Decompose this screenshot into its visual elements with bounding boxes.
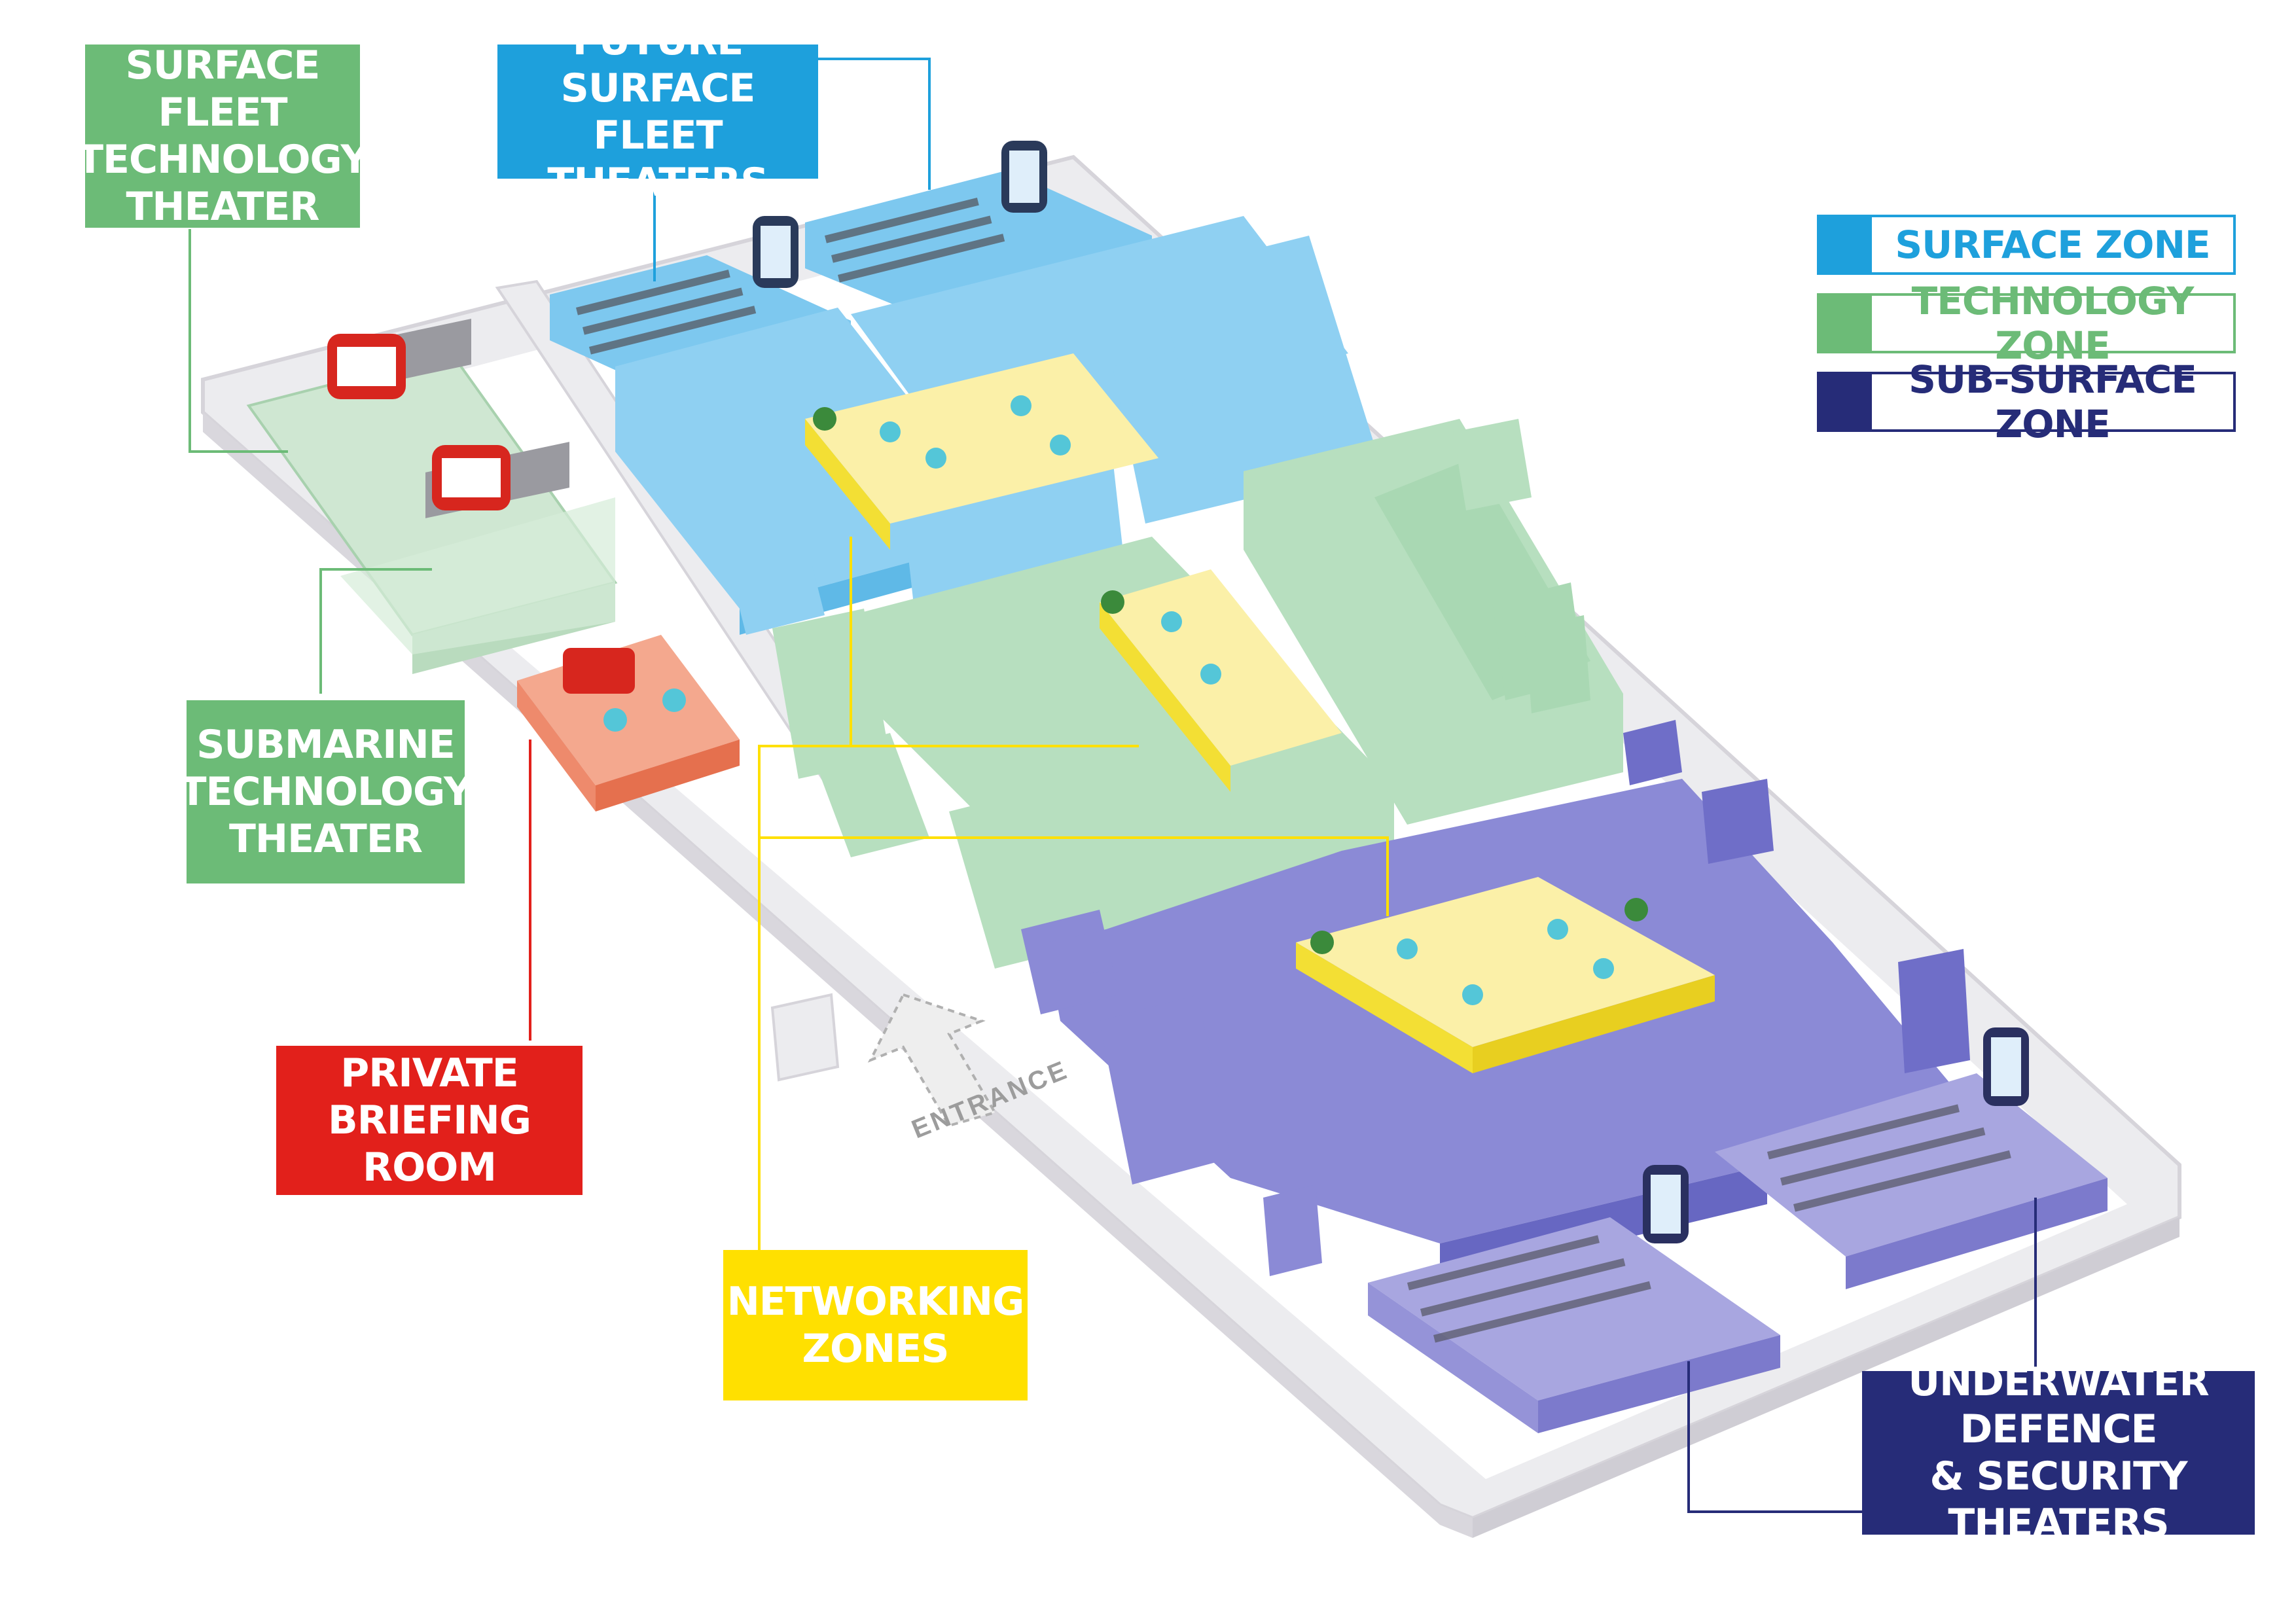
private-briefing-room-block <box>517 635 740 812</box>
entrance-arrow-icon <box>867 993 997 1128</box>
future-surface-fleet-theaters-label: FUTURE SURFACE FLEET THEATERS <box>497 18 818 205</box>
leader-lines <box>188 58 2037 1513</box>
surface-fleet-theater-area <box>246 318 618 674</box>
private-briefing-room-label: PRIVATE BRIEFING ROOM <box>276 1046 583 1195</box>
legend-swatch <box>1820 217 1872 272</box>
networking-zones-label: NETWORKING ZONES <box>723 1250 1028 1400</box>
legend-surface-zone: SURFACE ZONE <box>1817 215 2236 275</box>
underwater-defence-security-theaters-label: UNDERWATER DEFENCE & SECURITY THEATERS <box>1862 1359 2255 1546</box>
legend-technology-zone: TECHNOLOGY ZONE <box>1817 279 2236 368</box>
submarine-technology-theater-label: SUBMARINE TECHNOLOGY THEATER <box>180 700 472 883</box>
legend-swatch <box>1820 296 1872 351</box>
legend-swatch <box>1820 374 1872 429</box>
surface-zone-blocks <box>550 141 1381 635</box>
surface-fleet-technology-theater-label: SURFACE FLEET TECHNOLOGY THEATER <box>77 43 369 230</box>
networking-zone-platforms <box>805 353 1715 1073</box>
legend-subsurface-zone: SUB-SURFACE ZONE <box>1817 357 2236 446</box>
